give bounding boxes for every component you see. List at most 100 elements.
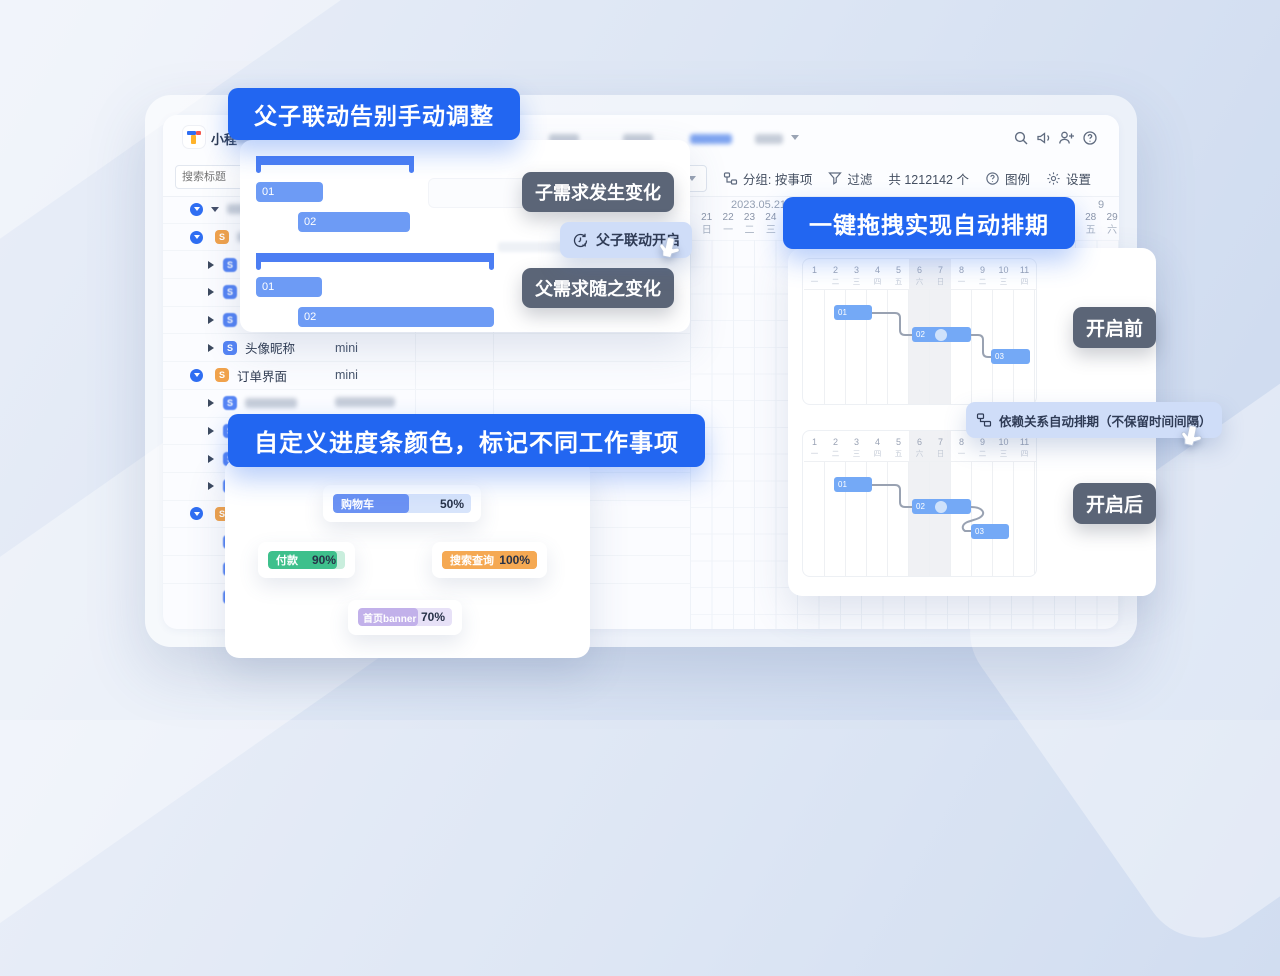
funnel-icon — [828, 172, 843, 185]
collapse-icon[interactable] — [190, 202, 203, 216]
owner-value: mini — [335, 340, 358, 355]
linkage-clock-icon — [573, 233, 588, 247]
hand-cursor — [659, 237, 680, 259]
progress-demo-card: 购物车 50% 付款 90% 搜索查询 100% 首页banner 70% — [225, 458, 590, 658]
tree-row-avatar[interactable]: S 头像昵称 mini — [163, 334, 690, 363]
progress-fill: 购物车 — [333, 494, 409, 513]
legend-control[interactable]: 图例 — [985, 169, 1030, 188]
progress-percent: 100% — [499, 553, 530, 567]
task-bar[interactable]: 01 — [834, 305, 872, 320]
group-icon — [723, 171, 737, 185]
gear-icon — [1047, 171, 1060, 185]
story-badge: S — [223, 257, 237, 272]
progress-bar: 付款 90% — [268, 551, 345, 569]
invite-member-icon[interactable] — [1058, 130, 1075, 146]
date-range-left: 2023.05.21~0 — [731, 199, 799, 211]
search-icon[interactable] — [1013, 130, 1029, 146]
story-badge: S — [215, 230, 229, 245]
progress-chip[interactable]: 购物车 50% — [323, 485, 481, 522]
task-bar[interactable]: 03 — [971, 524, 1009, 539]
blurred-value — [335, 397, 395, 408]
progress-chip[interactable]: 首页banner 70% — [348, 600, 462, 635]
progress-bar: 搜索查询 100% — [442, 551, 537, 569]
drag-handle[interactable] — [935, 329, 947, 341]
dependency-connectors — [871, 312, 992, 358]
task-bar[interactable]: 01 — [256, 277, 322, 297]
megaphone-icon[interactable] — [1036, 130, 1052, 146]
group-by-control[interactable]: 分组: 按事项 — [723, 169, 812, 188]
progress-fill: 搜索查询 — [442, 551, 537, 569]
task-bar[interactable]: 02 — [298, 307, 494, 327]
expand-icon[interactable] — [208, 482, 214, 491]
collapse-icon[interactable] — [190, 230, 203, 244]
legend-icon — [986, 171, 999, 185]
hand-cursor — [1181, 425, 1202, 447]
expand-icon[interactable] — [208, 343, 214, 352]
parent-summary-bar[interactable] — [256, 156, 414, 173]
chevron-down-icon — [687, 175, 696, 181]
nav-item-blurred[interactable] — [549, 134, 579, 144]
collapse-icon[interactable] — [190, 507, 203, 521]
help-icon[interactable] — [1082, 130, 1098, 146]
task-bar[interactable]: 02 — [298, 212, 410, 232]
progress-percent: 90% — [311, 553, 336, 567]
story-badge: S — [223, 313, 237, 328]
collapse-icon[interactable] — [190, 368, 203, 382]
app-logo-icon — [183, 126, 205, 148]
progress-chip[interactable]: 付款 90% — [258, 542, 355, 578]
blurred-label — [245, 398, 297, 409]
expand-icon[interactable] — [208, 260, 214, 269]
row-label: 订单界面 — [237, 369, 288, 384]
nav-item-blurred[interactable] — [623, 134, 653, 144]
progress-fill: 首页banner — [358, 608, 419, 626]
tree-row-order[interactable]: S 订单界面 mini — [163, 362, 690, 390]
expand-icon[interactable] — [208, 288, 214, 297]
label-before: 开启前 — [1073, 307, 1157, 348]
parent-summary-bar[interactable] — [256, 253, 494, 270]
column-divider — [493, 196, 494, 629]
filter-control[interactable]: 过滤 — [828, 169, 872, 188]
drag-handle[interactable] — [935, 501, 947, 513]
progress-percent: 70% — [420, 610, 445, 624]
expand-icon[interactable] — [208, 426, 214, 435]
dependency-connectors — [871, 484, 985, 532]
column-divider — [415, 196, 416, 629]
more-caret-icon[interactable] — [791, 135, 799, 140]
auto-schedule-tooltip[interactable]: 依赖关系自动排期（不保留时间间隔） — [966, 402, 1222, 438]
task-bar[interactable]: 01 — [256, 182, 323, 202]
progress-fill: 付款 — [268, 551, 338, 569]
callout-linkage: 父子联动告别手动调整 — [228, 88, 520, 140]
owner-value: mini — [335, 368, 358, 383]
label-after: 开启后 — [1073, 483, 1157, 524]
caption-child-change: 子需求发生变化 — [522, 172, 674, 212]
expand-icon[interactable] — [208, 316, 214, 325]
callout-drag: 一键拖拽实现自动排期 — [783, 197, 1075, 249]
story-badge: S — [223, 396, 237, 411]
task-bar[interactable]: 01 — [834, 477, 872, 492]
nav-item-gantt-active[interactable] — [690, 134, 732, 144]
expand-icon[interactable] — [208, 454, 214, 463]
search-input[interactable] — [175, 165, 245, 189]
dependency-icon — [976, 413, 992, 427]
story-badge: S — [215, 368, 229, 383]
story-badge: S — [223, 340, 237, 355]
row-label: 头像昵称 — [245, 342, 296, 357]
caret-icon — [211, 206, 219, 212]
date-range-right: 9 — [1098, 199, 1105, 211]
settings-control[interactable]: 设置 — [1046, 169, 1091, 188]
story-badge: S — [223, 285, 237, 300]
expand-icon[interactable] — [208, 399, 214, 408]
caption-parent-change: 父需求随之变化 — [522, 268, 674, 308]
progress-bar: 购物车 50% — [333, 494, 471, 513]
nav-item-more-blurred[interactable] — [755, 134, 783, 144]
progress-chip[interactable]: 搜索查询 100% — [432, 542, 547, 578]
task-bar[interactable]: 03 — [991, 349, 1030, 364]
item-count: 共 1212142 个 — [888, 172, 969, 187]
